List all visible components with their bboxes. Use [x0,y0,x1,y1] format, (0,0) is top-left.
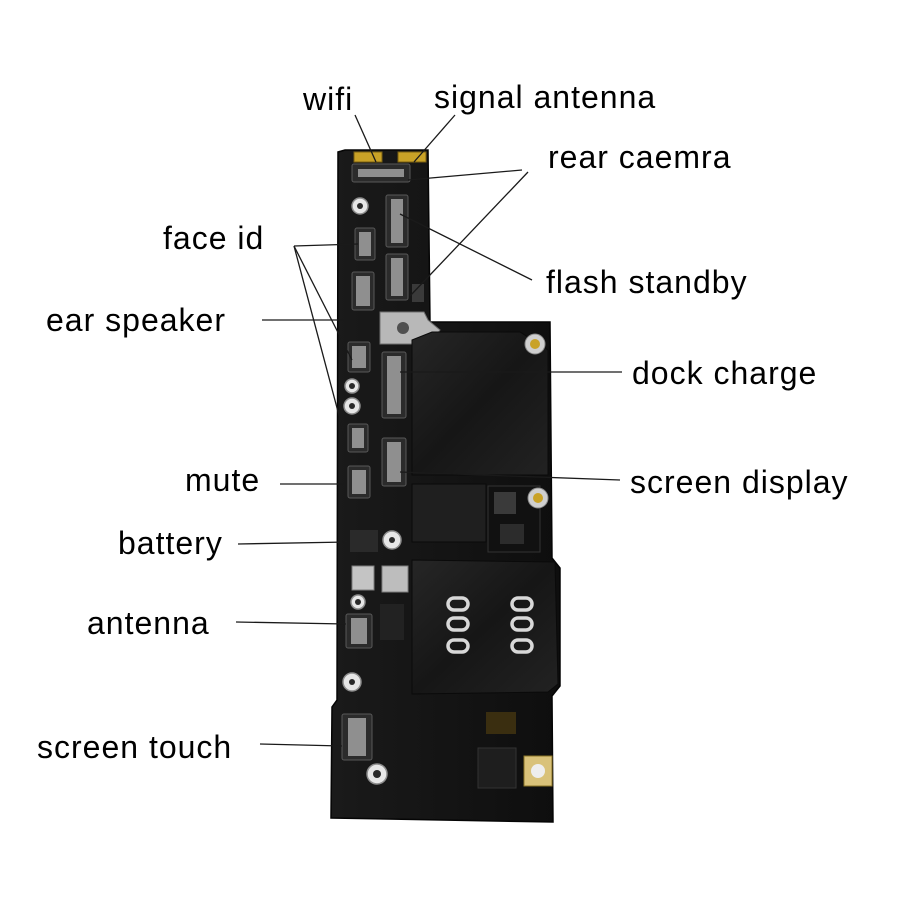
label-antenna: antenna [87,605,210,641]
left-strip-connectors [351,194,424,311]
leader-rear-camera-2 [409,171,529,297]
leader-screen-touch [259,743,343,747]
label-battery: battery [118,525,223,561]
label-screen-display: screen display [630,464,849,500]
left-lower-components [342,565,409,692]
label-ear-speaker: ear speaker [46,302,226,338]
top-connector-pads [351,151,427,183]
middle-chips [350,483,549,553]
leader-lines [235,114,622,747]
label-flash-standby: flash standby [546,264,748,300]
leader-face-id-1 [293,243,359,247]
leader-signal-antenna [413,114,456,163]
bottom-section [341,712,553,789]
label-screen-touch: screen touch [37,729,232,765]
leader-face-id-3 [293,245,346,439]
vertical-connectors [343,341,407,499]
label-mute: mute [185,462,260,498]
logic-board [330,149,561,823]
label-rear-camera: rear caemra [548,139,732,175]
leader-wifi [354,114,377,163]
label-dock-charge: dock charge [632,355,817,391]
labels: wifi signal antenna rear caemra face id … [37,79,849,765]
leader-antenna [235,621,347,625]
label-signal-antenna: signal antenna [434,79,656,115]
leader-rear-camera-1 [407,169,523,181]
label-wifi: wifi [302,81,353,117]
lower-shield [411,559,559,695]
leader-flash-standby [399,213,533,281]
upper-shield [411,331,549,476]
leader-face-id-2 [293,245,353,361]
sim-contacts [446,596,534,654]
label-face-id: face id [163,220,264,256]
leader-battery [237,541,349,545]
leader-screen-display [399,471,621,481]
